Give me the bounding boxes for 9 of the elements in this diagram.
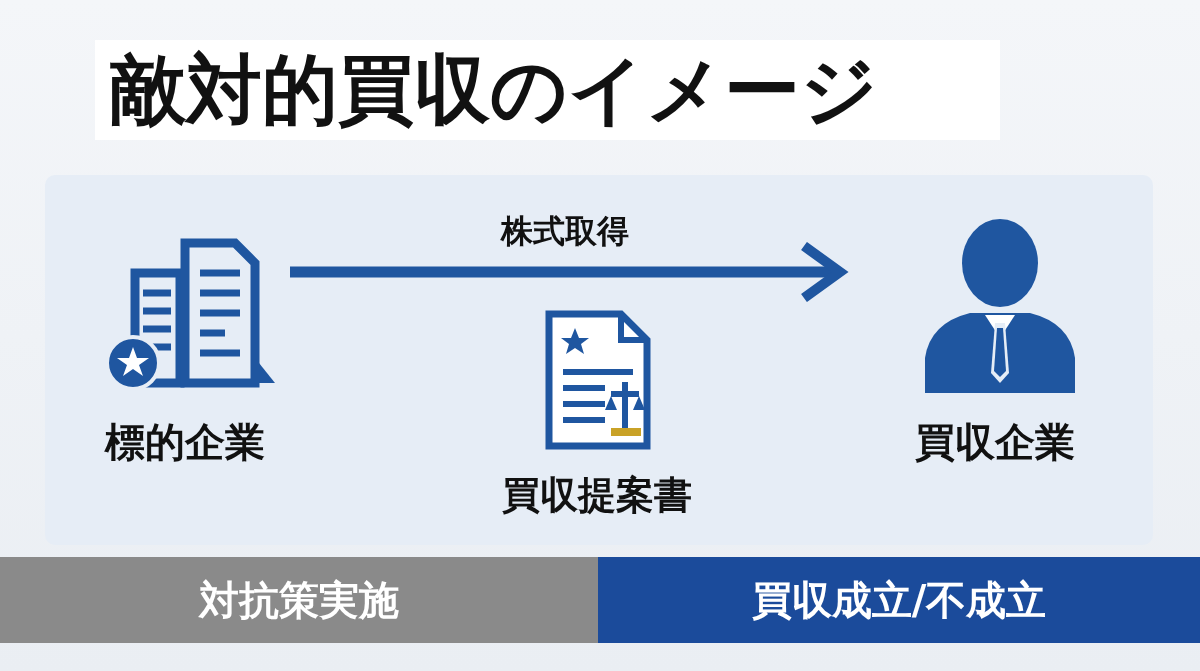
node-label: 標的企業: [105, 418, 265, 467]
edge-label: 株式取得: [499, 211, 630, 252]
band-label: 買収成立/不成立: [751, 575, 1047, 625]
band-label: 対抗策実施: [199, 575, 399, 625]
banner-band: [0, 557, 598, 643]
title: 敵対的買収のイメージ: [95, 40, 1000, 140]
node-label: 買収企業: [915, 418, 1075, 467]
banner-band: [598, 557, 1200, 643]
document-label: 買収提案書: [501, 472, 693, 519]
